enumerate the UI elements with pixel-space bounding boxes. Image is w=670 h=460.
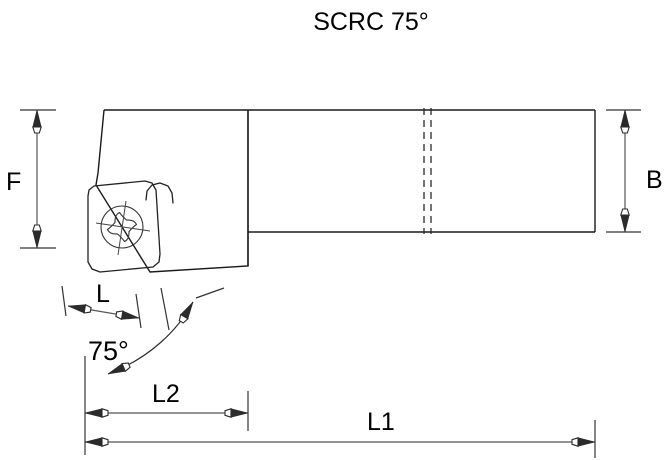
dimension-label-L: L: [96, 280, 110, 308]
extension-line-L-0: [61, 285, 67, 317]
arrowhead-angle-end-tail: [121, 362, 131, 373]
arrowhead-L2-end-tail: [224, 408, 232, 418]
break-lines: [423, 108, 432, 234]
arrowhead-L2-start-tail: [101, 408, 109, 418]
carbide-insert: [87, 180, 174, 273]
screw-crosshair-horizontal: [95, 222, 151, 232]
arrowhead-B-start-tail: [620, 126, 630, 134]
screw-circle-icon: [100, 205, 144, 249]
arrowhead-B-end-tail: [620, 208, 630, 216]
dimension-label-F: F: [6, 168, 21, 196]
arrowhead-L2-start: [84, 408, 103, 418]
insert-outline: [87, 180, 161, 273]
arrowhead-L1-start-tail: [101, 437, 109, 447]
arrowhead-L2-end: [230, 408, 249, 418]
angle-arrowheads: [107, 301, 194, 375]
arrowhead-L1-end: [577, 437, 596, 447]
dimension-B: B: [606, 109, 663, 233]
clamp-screw: [95, 200, 151, 256]
arrowhead-F-start-tail: [32, 126, 42, 134]
angle-dimension-75: 75°: [88, 287, 225, 375]
dimension-label-B: B: [646, 166, 663, 194]
drawing-title: SCRC 75°: [313, 8, 429, 36]
arrowhead-B-end: [620, 214, 630, 233]
cutting-head: [95, 109, 249, 273]
dimension-L1: L1: [84, 408, 596, 458]
dimension-L2: L2: [84, 356, 249, 455]
dimension-label-L1: L1: [367, 408, 395, 436]
screw-crosshair-vertical: [117, 200, 127, 256]
angle-reference-line: [160, 287, 170, 331]
arrowhead-L-start-tail: [83, 303, 92, 314]
dimension-L: L: [61, 280, 142, 329]
dimension-F: F: [6, 109, 56, 249]
arrowhead-F-end: [32, 230, 42, 249]
arrowhead-F-start: [32, 109, 42, 128]
clamp-tab-icon: [145, 182, 174, 204]
arrowhead-L1-start: [84, 437, 103, 447]
torx-star-icon: [106, 211, 138, 243]
angle-label: 75°: [88, 336, 129, 366]
angle-leader-line: [195, 287, 225, 299]
dimension-label-L2: L2: [152, 380, 180, 408]
shank-body: [104, 109, 596, 233]
arrowhead-B-start: [620, 109, 630, 128]
arrowhead-F-end-tail: [32, 224, 42, 232]
arrowhead-L-start: [67, 304, 86, 314]
extension-line-L-1: [135, 293, 142, 329]
arrowhead-L-end-tail: [115, 310, 124, 321]
arrowhead-L1-end-tail: [571, 437, 579, 447]
arrowhead-L-end: [121, 310, 140, 320]
arrowhead-angle-start-tail: [178, 313, 189, 324]
